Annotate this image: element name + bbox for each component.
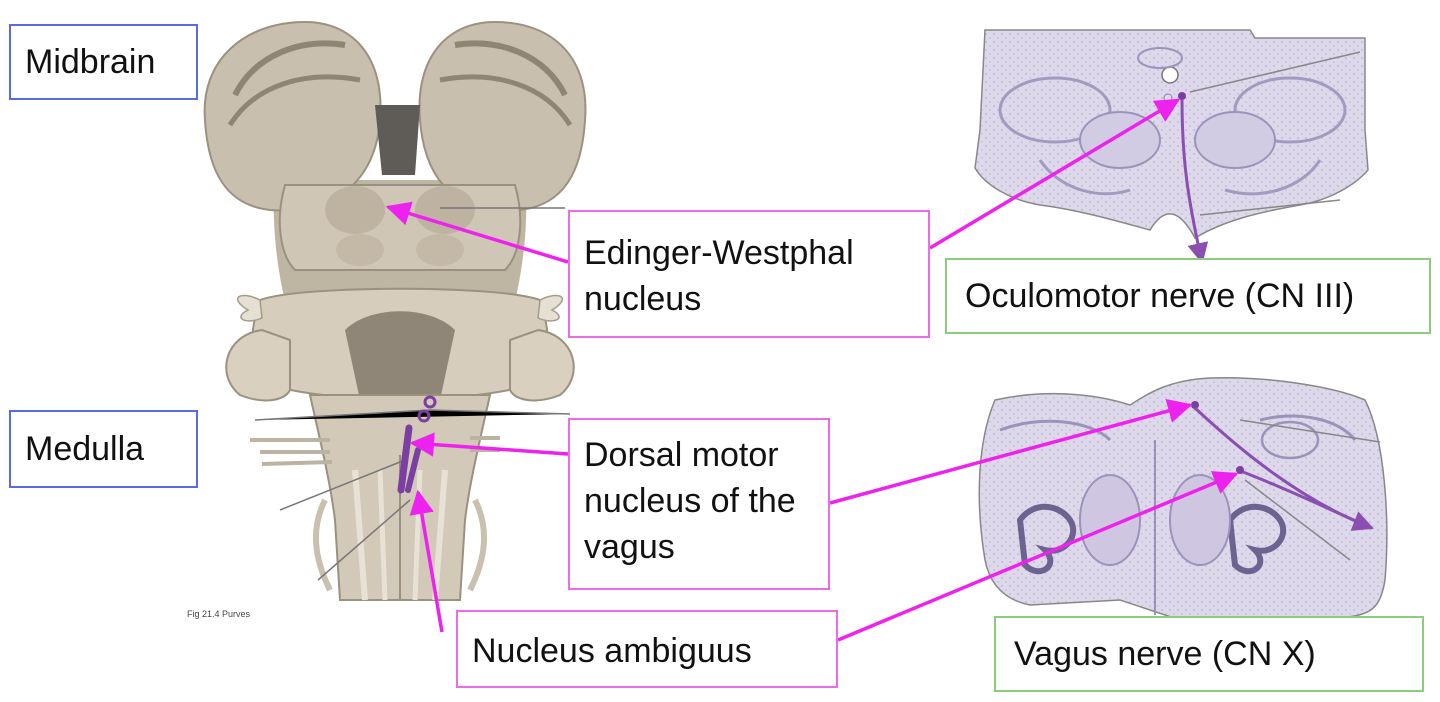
inferior-olive-right	[1226, 503, 1287, 575]
dorsal-motor-nucleus-label: Dorsal motor nucleus of the vagus	[568, 418, 830, 590]
medulla-label: Medulla	[9, 410, 198, 488]
superior-colliculus-left	[325, 186, 385, 234]
arrow-ew-to-section	[929, 98, 1181, 250]
midbrain-label: Midbrain	[9, 24, 198, 100]
arrow-ambiguus-to-brainstem	[409, 489, 444, 633]
oculomotor-nerve-label: Oculomotor nerve (CN III)	[945, 258, 1431, 334]
nucleus-ambiguus-label: Nucleus ambiguus	[456, 610, 838, 688]
edinger-westphal-label: Edinger-Westphal nucleus	[568, 210, 930, 338]
arrow-ambiguus-to-section	[837, 471, 1239, 642]
arrow-dmnx-to-brainstem	[409, 432, 569, 457]
arrow-ew-to-brainstem	[385, 201, 569, 264]
vagus-nerve-label: Vagus nerve (CN X)	[994, 616, 1424, 692]
arrow-dmnx-to-section	[829, 398, 1193, 505]
inferior-colliculus-left	[336, 234, 384, 266]
inferior-colliculus-right	[416, 234, 464, 266]
pointer-arrows	[385, 98, 1239, 642]
oculomotor-nerve-path	[1180, 99, 1209, 265]
vagus-path-b	[1242, 470, 1373, 530]
ew-nucleus-dot	[1178, 92, 1186, 100]
nucleus-marker-lower	[417, 409, 431, 423]
dorsal-motor-column	[397, 424, 413, 494]
medulla-section	[978, 376, 1388, 621]
right-thalamus	[418, 20, 587, 212]
dmnx-dot	[1191, 401, 1199, 409]
superior-colliculus-right	[415, 186, 475, 234]
midbrain-section	[974, 29, 1369, 265]
nucleus-marker-upper	[423, 395, 437, 409]
brainstem-illustration	[203, 20, 587, 601]
figure-caption: Fig 21.4 Purves	[187, 609, 251, 619]
